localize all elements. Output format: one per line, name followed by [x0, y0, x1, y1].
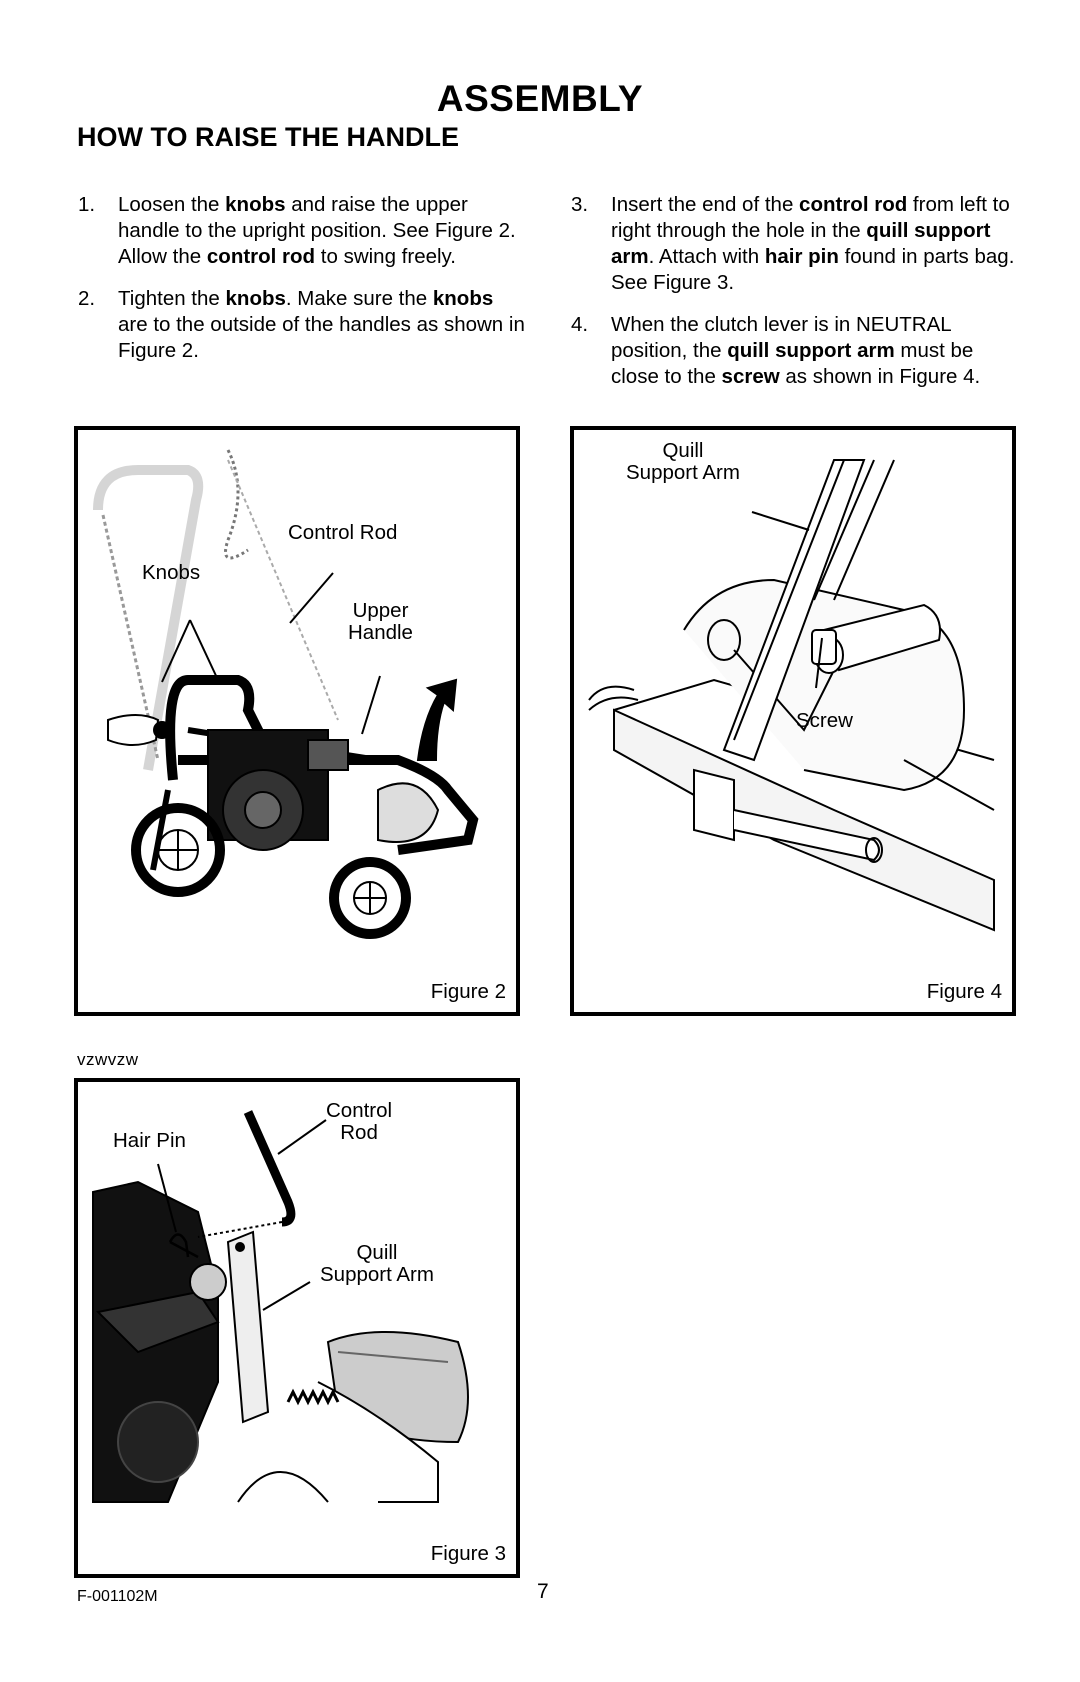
step-text-run: Insert the end of the [611, 193, 800, 216]
step-text-run: Loosen the [118, 193, 226, 216]
callout-quill-support-arm: Quill Support Arm [626, 440, 740, 484]
figure-label: Figure 2 [430, 980, 506, 1003]
page-number: 7 [537, 1580, 549, 1603]
page-title: ASSEMBLY [436, 78, 644, 119]
step-text-run: from left to right through the hole in t… [611, 193, 1010, 242]
bold-term: screw [721, 365, 780, 388]
step-text: Insert the end of the control rod from l… [611, 193, 1014, 294]
step-text-run: Tighten the [118, 287, 226, 310]
step-text-run: . Make sure the [285, 287, 433, 310]
bold-term: hair pin [764, 245, 839, 268]
callout-upper-handle: Upper Handle [348, 600, 413, 644]
bold-term: quill support arm [727, 339, 895, 362]
callout-control-line-1: Control [326, 1099, 393, 1122]
stray-text: vzwvzw [77, 1050, 139, 1069]
callout-upper-line-2: Handle [348, 621, 413, 644]
step-1: 1. Loosen the knobs and raise the upper … [78, 192, 528, 270]
step-4: 4. When the clutch lever is in NEUTRAL p… [571, 312, 1021, 390]
step-text-run: are to the outside of the handles as sho… [118, 313, 525, 362]
step-2: 2. Tighten the knobs. Make sure the knob… [78, 286, 528, 364]
callout-quill-line-2: Support Arm [320, 1263, 434, 1286]
steps-right-column: 3. Insert the end of the control rod fro… [571, 192, 1021, 406]
callout-control-line-2: Rod [340, 1121, 378, 1144]
document-code: F-001102M [77, 1588, 158, 1605]
step-number: 1. [78, 193, 96, 216]
callout-quill-line-2: Support Arm [626, 461, 740, 484]
quill-detail-illustration [588, 459, 995, 932]
callout-quill-line-1: Quill [662, 439, 704, 462]
step-text-run: to swing freely. [315, 245, 456, 268]
step-3: 3. Insert the end of the control rod fro… [571, 192, 1021, 296]
callout-upper-line-1: Upper [352, 599, 409, 622]
step-number: 4. [571, 313, 589, 336]
step-text-run: . Attach with [648, 245, 765, 268]
figure-label: Figure 3 [430, 1542, 506, 1565]
edger-illustration [93, 449, 479, 939]
step-text: Tighten the knobs. Make sure the knobs a… [118, 287, 525, 362]
step-text: Loosen the knobs and raise the upper han… [118, 193, 516, 268]
step-number: 2. [78, 287, 96, 310]
bold-term: control rod [206, 245, 316, 268]
step-text-run: When the clutch lever is in NEUTRAL posi… [611, 313, 951, 362]
bold-term: knobs [225, 193, 286, 216]
figure-label: Figure 4 [926, 980, 1002, 1003]
figure-2: Control Rod Knobs Upper Handle Figure 2 [74, 426, 520, 1016]
steps-left-column: 1. Loosen the knobs and raise the upper … [78, 192, 528, 380]
section-heading: HOW TO RAISE THE HANDLE [77, 122, 460, 152]
hair-pin-illustration [92, 1110, 469, 1503]
bold-term: knobs [225, 287, 286, 310]
step-text-run: as shown in Figure 4. [779, 365, 981, 388]
callout-quill-line-1: Quill [356, 1241, 398, 1264]
step-text-run: found in parts bag. See Figure 3. [611, 245, 1015, 294]
step-text: When the clutch lever is in NEUTRAL posi… [611, 313, 980, 388]
step-number: 3. [571, 193, 589, 216]
bold-term: quill support arm [611, 219, 991, 268]
bold-term: knobs [432, 287, 494, 310]
figure-4: Quill Support Arm Screw Figure 4 [570, 426, 1016, 1016]
step-text-run: and raise the upper handle to the uprigh… [118, 193, 516, 268]
callout-screw: Screw [796, 709, 853, 732]
callout-quill-support-arm: Quill Support Arm [320, 1242, 434, 1286]
callout-knobs: Knobs [142, 561, 201, 584]
figure-3: Hair Pin Control Rod Quill Support Arm F… [74, 1078, 520, 1578]
callout-control-rod: Control Rod [326, 1100, 392, 1144]
bold-term: control rod [799, 193, 908, 216]
callout-control-rod: Control Rod [288, 521, 398, 544]
callout-hair-pin: Hair Pin [113, 1129, 186, 1152]
step-text-run: must be close to the [611, 339, 974, 388]
